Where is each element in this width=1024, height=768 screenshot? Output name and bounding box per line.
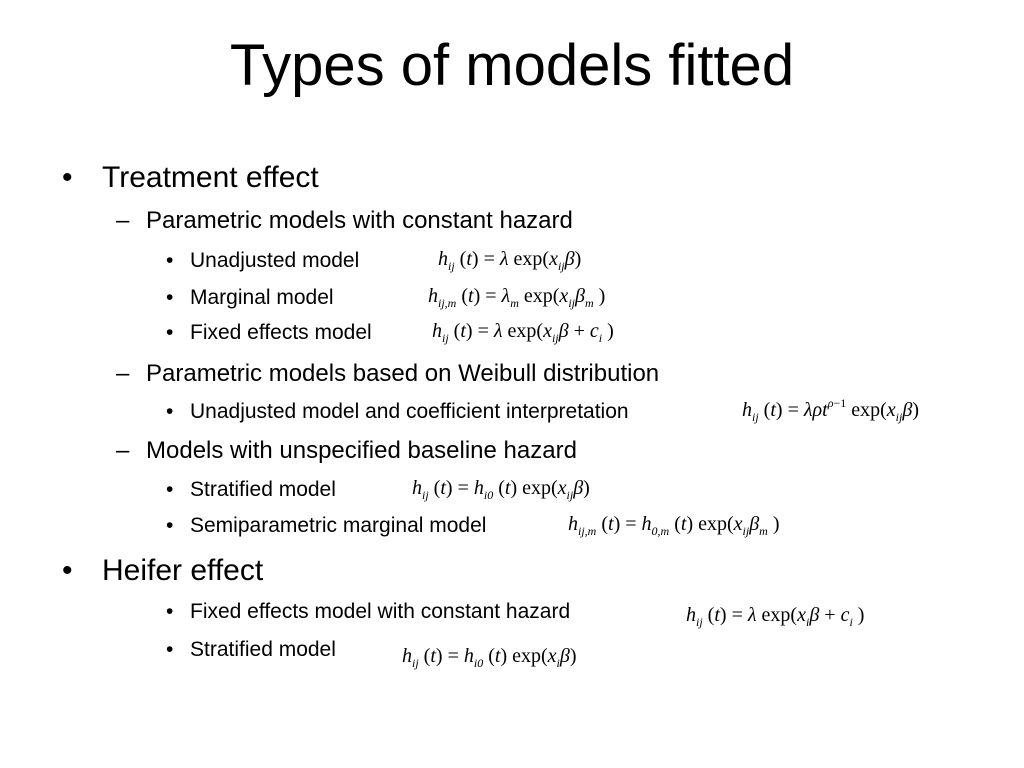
bullet-text: Unadjusted model and coefficient interpr… [190,400,629,423]
bullet-text: Semiparametric marginal model [190,514,487,537]
bullet-dot: • [166,249,174,272]
bullet-dot: • [166,478,174,501]
bullet-dot: • [62,554,73,587]
bullet-text: Stratified model [190,638,336,661]
bullet-dot: • [166,400,174,423]
equation-weibull: hij (t) = λρtρ−1 exp(xijβ) [742,396,919,424]
bullet-text: Parametric models based on Weibull distr… [146,360,660,387]
bullet-dot: • [166,286,174,309]
equation-marginal: hij,m (t) = λm exp(xijβm ) [428,285,606,310]
bullet-text: Models with unspecified baseline hazard [146,437,577,464]
dash-marker: – [116,207,130,234]
equation-heifer-fixed-effects: hij (t) = λ exp(xiβ + ci ) [686,604,865,629]
dash-marker: – [116,360,130,387]
bullet-dot: • [166,514,174,537]
slide-title: Types of models fitted [229,33,795,98]
bullet-text: Fixed effects model with constant hazard [190,600,571,623]
bullet-text: Stratified model [190,478,336,501]
bullet-text: Heifer effect [102,554,264,587]
bullet-text: Unadjusted model [190,249,360,272]
bullet-text: Marginal model [190,286,334,309]
dash-marker: – [116,437,130,464]
equation-semiparametric-marginal: hij,m (t) = h0,m (t) exp(xijβm ) [568,513,780,538]
bullet-dot: • [62,161,73,194]
bullet-text: Fixed effects model [190,321,372,344]
equation-stratified: hij (t) = hi0 (t) exp(xijβ) [412,477,590,502]
bullet-text: Treatment effect [102,161,319,194]
equation-unadjusted: hij (t) = λ exp(xijβ) [438,248,582,273]
equation-heifer-stratified: hij (t) = hi0 (t) exp(xiβ) [402,645,577,670]
equation-fixed-effects: hij (t) = λ exp(xijβ + ci ) [432,320,614,345]
bullet-dot: • [166,638,174,661]
bullet-dot: • [166,321,174,344]
bullet-text: Parametric models with constant hazard [146,207,573,234]
bullet-dot: • [166,600,174,623]
